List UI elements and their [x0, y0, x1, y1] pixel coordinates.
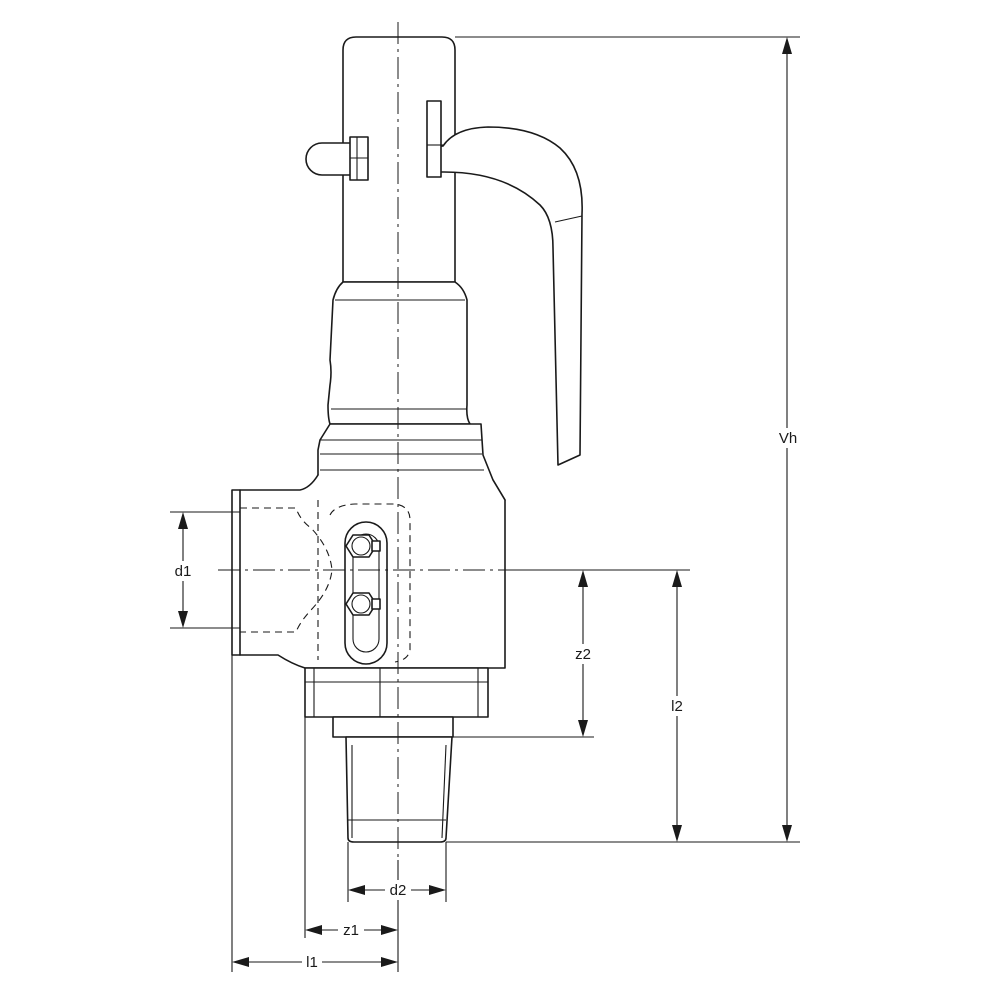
lock-screw-lower: [345, 592, 381, 616]
dim-d2-arrow-left: [348, 885, 365, 895]
chamber-hidden-contour: [329, 503, 411, 663]
dim-l2-arrow-bottom: [672, 825, 682, 842]
label-z2: z2: [575, 646, 591, 663]
dim-vh-arrow-top: [782, 37, 792, 54]
dim-l1-arrow-right: [381, 957, 398, 967]
threaded-inlet-nozzle: [345, 736, 453, 843]
lever-lug: [426, 100, 442, 178]
dim-vh-arrow-bottom: [782, 825, 792, 842]
dim-z2-arrow-top: [578, 570, 588, 587]
label-d1: d1: [175, 563, 192, 580]
lever-edge: [554, 215, 583, 223]
label-vh: Vh: [779, 430, 797, 447]
hex-nut: [304, 667, 489, 718]
dim-d2-arrow-right: [429, 885, 446, 895]
dim-l1-arrow-left: [232, 957, 249, 967]
lifting-lever: [427, 126, 583, 466]
outlet-collar: [332, 716, 454, 738]
label-z1: z1: [343, 922, 359, 939]
center-lines: [218, 22, 530, 860]
dim-d1-arrow-top: [178, 512, 188, 529]
label-l2: l2: [671, 698, 683, 715]
spring-housing: [327, 281, 471, 425]
valve-cap: [342, 36, 456, 283]
valve-body: [231, 36, 583, 843]
thread-line-right: [441, 744, 447, 839]
dim-l2-arrow-top: [672, 570, 682, 587]
cap-pin: [305, 142, 363, 176]
dim-z1-arrow-right: [381, 925, 398, 935]
label-d2: d2: [390, 882, 407, 899]
dim-d1-arrow-bottom: [178, 611, 188, 628]
inlet-hidden-contour: [240, 507, 333, 633]
lock-screw-upper: [345, 534, 381, 558]
label-l1: l1: [306, 954, 318, 971]
dimension-labels: Vh l2 z2 d1 d2 z1 l1: [170, 428, 800, 972]
dim-z2-arrow-bottom: [578, 720, 588, 737]
dim-z1-arrow-left: [305, 925, 322, 935]
